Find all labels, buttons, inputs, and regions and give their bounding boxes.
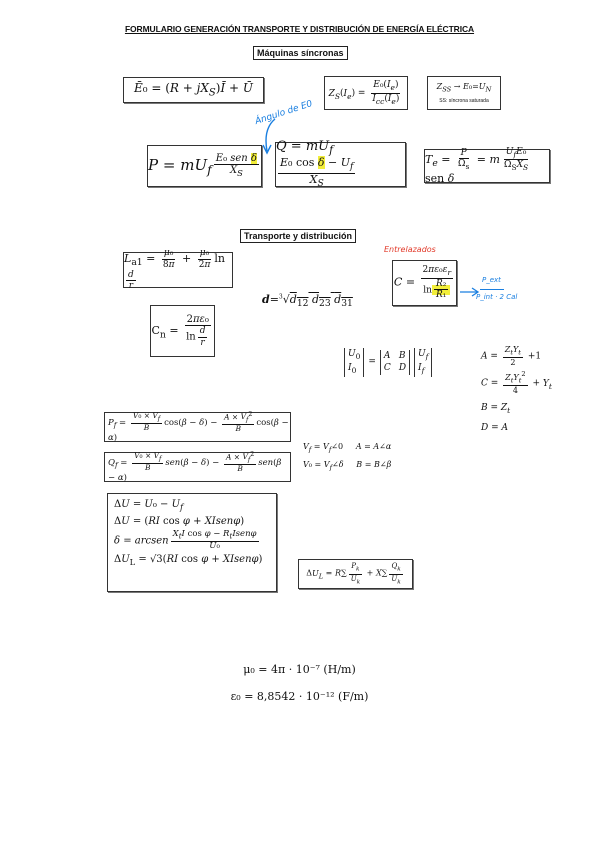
formula-geometric-distance: d=3√d12 d23 d31 [262,293,353,310]
formula-e0: Ē₀ = (R + jXS)Ī + Ū [123,77,264,103]
annotation-arrow-icon [262,118,276,155]
formula-voltage-drop: ΔU = U₀ − Uf ΔU = (RI cos φ + XIsenφ) δ … [107,493,277,592]
annotation-fraction-line [480,289,504,290]
annotation-pint: P_int · 2 Cal [476,293,518,301]
constant-mu0: μ₀ = 4π · 10⁻⁷ (H/m) [243,663,356,676]
ss-note: SS: síncrona saturada [439,97,489,104]
arrow-right-icon [460,287,480,297]
section-transport-heading: Transporte y distribución [240,229,357,243]
page-title: FORMULARIO GENERACIÓN TRANSPORTE Y DISTR… [124,24,475,34]
formula-zs: ZS(Ie) = E₀(Ie)Icc(Ie) [324,76,408,110]
formula-phasors: Vf = Vf∠0 A = A∠α V₀ = Vf∠δ B = B∠β [303,442,392,472]
annotation-pext: P_ext [482,276,501,284]
formula-zss: ZSS → E₀=UN SS: síncrona saturada [427,76,501,110]
constant-eps0: ε₀ = 8,8542 · 10⁻¹² (F/m) [230,690,369,703]
annotation-stranded: Entrelazados [384,245,436,254]
section-sync-heading: Máquinas síncronas [253,46,348,60]
